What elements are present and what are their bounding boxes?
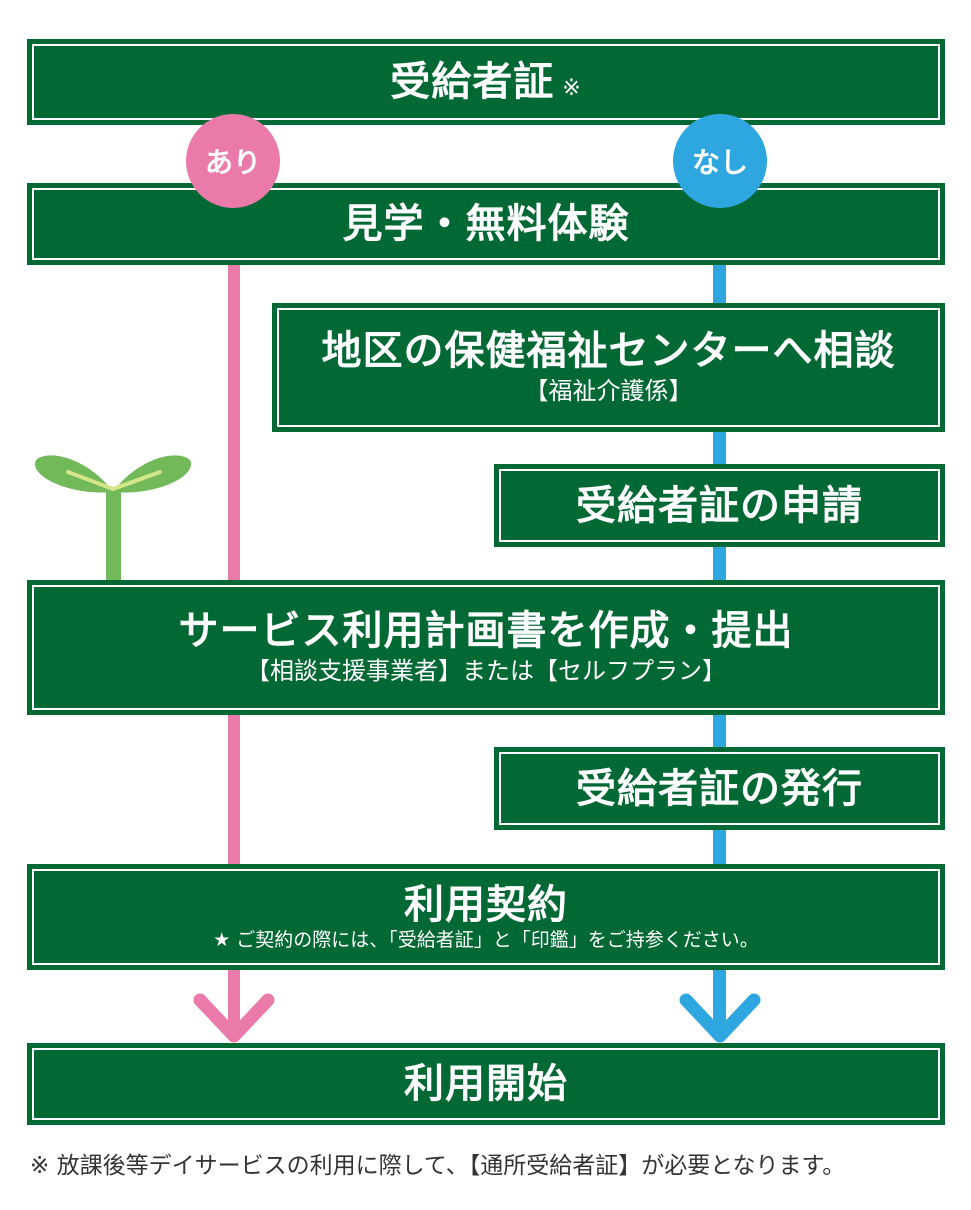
step-start-use-box: 利用開始 xyxy=(27,1043,945,1125)
step-visit-title: 見学・無料体験 xyxy=(342,201,630,247)
yes-path-line-3 xyxy=(228,968,240,1034)
sprout-icon xyxy=(35,455,191,580)
yes-arrow-down-icon xyxy=(193,993,275,1043)
no-path-line-5 xyxy=(713,828,726,866)
no-path-line-4 xyxy=(713,713,726,749)
no-path-line-6 xyxy=(713,968,726,1034)
step-consult-box: 地区の保健福祉センターへ相談 【福祉介護係】 xyxy=(272,303,945,432)
branch-no-badge: なし xyxy=(673,114,767,208)
step-issue-box: 受給者証の発行 xyxy=(494,747,945,830)
step-visit-box: 見学・無料体験 xyxy=(27,183,945,265)
step-apply-title: 受給者証の申請 xyxy=(576,482,863,529)
step-plan-sub: 【相談支援事業者】または【セルフプラン】 xyxy=(246,657,726,686)
no-path-line-1 xyxy=(713,262,726,305)
no-path-line-2 xyxy=(713,430,726,466)
step-issue-title: 受給者証の発行 xyxy=(576,765,863,812)
branch-yes-badge: あり xyxy=(186,114,280,208)
step-contract-box: 利用契約 ★ ご契約の際には、「受給者証」と「印鑑」をご持参ください。 xyxy=(27,864,945,970)
step-plan-title: サービス利用計画書を作成・提出 xyxy=(178,608,794,655)
no-path-line-3 xyxy=(713,545,726,582)
footnote: ※ 放課後等デイサービスの利用に際して、【通所受給者証】が必要となります。 xyxy=(30,1153,846,1179)
yes-path-line-1 xyxy=(228,262,240,582)
start-box-title: 受給者証 ※ xyxy=(390,60,581,104)
step-plan-box: サービス利用計画書を作成・提出 【相談支援事業者】または【セルフプラン】 xyxy=(27,580,945,715)
step-contract-note: ★ ご契約の際には、「受給者証」と「印鑑」をご持参ください。 xyxy=(213,928,759,951)
no-arrow-down-icon xyxy=(679,993,761,1043)
step-consult-sub: 【福祉介護係】 xyxy=(524,377,693,406)
step-consult-title: 地区の保健福祉センターへ相談 xyxy=(321,328,896,375)
start-title-text: 受給者証 xyxy=(390,59,555,105)
step-contract-title: 利用契約 xyxy=(404,881,568,928)
start-box-certificate: 受給者証 ※ xyxy=(27,39,945,125)
step-apply-box: 受給者証の申請 xyxy=(494,464,945,547)
footnote-mark: ※ xyxy=(562,76,582,101)
yes-path-line-2 xyxy=(228,713,240,866)
step-start-use-title: 利用開始 xyxy=(404,1061,568,1107)
